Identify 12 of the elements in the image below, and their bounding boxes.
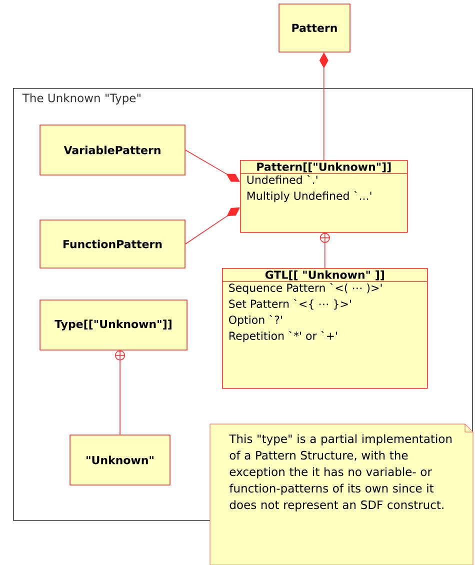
composition-line [185,207,240,244]
class-box: "Unknown" [70,434,170,486]
class-box: FunctionPattern [40,220,186,268]
nesting-line [114,350,126,435]
class-box: VariablePattern [40,124,186,176]
note: This "type" is a partial implementation of a Pattern Structure, with the exception the it has no variable- or function-patterns of its own since it does not represent an SDF construct. [210,424,474,565]
nesting-line [320,232,330,268]
composition-line [185,150,240,182]
class-box: Pattern [278,4,350,52]
class-box: Type[["Unknown"]] [40,300,188,350]
class-box: Pattern[["Unknown"]] Undefined `.' Multiply Undefined `...' [240,160,408,233]
class-box: GTL[[ "Unknown" ]] Sequence Pattern `<( ⋯ )>' Set Pattern `<{ ⋯ }>' Option `?' Repetition `*' or `+' [222,268,428,389]
